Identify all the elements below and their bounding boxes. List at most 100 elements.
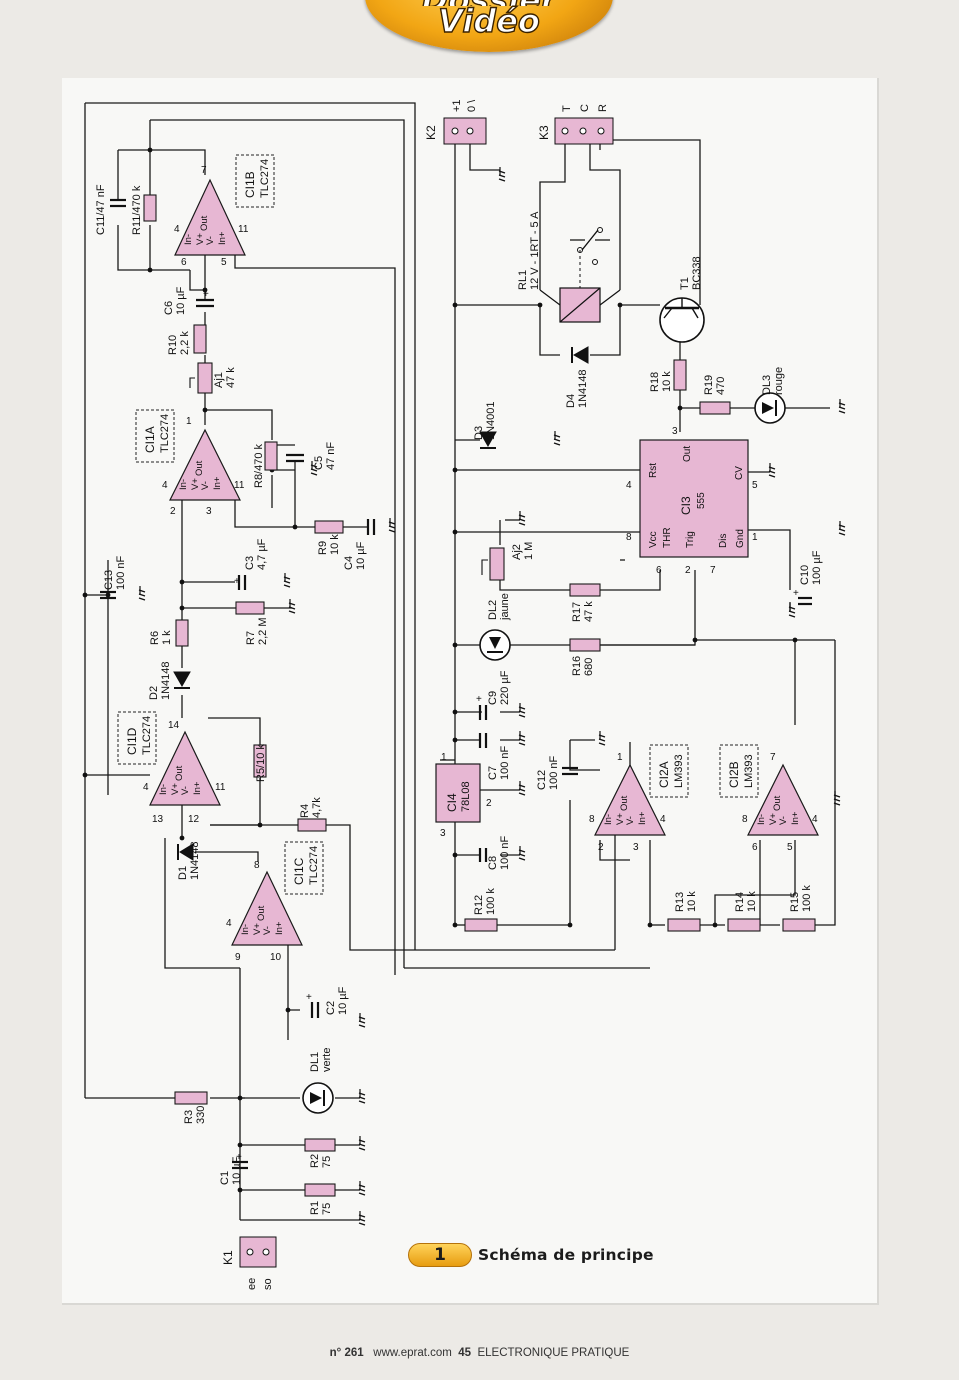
svg-text:LM393: LM393 (743, 754, 755, 788)
svg-text:1 k: 1 k (161, 630, 173, 645)
svg-text:13: 13 (152, 814, 164, 825)
svg-text:0 \: 0 \ (466, 99, 478, 112)
svg-text:Out: Out (256, 905, 267, 921)
svg-text:4: 4 (162, 480, 168, 491)
svg-text:1N4148: 1N4148 (189, 841, 201, 880)
svg-text:C4: C4 (343, 556, 355, 570)
svg-text:V+: V+ (195, 233, 206, 245)
svg-text:C6: C6 (163, 301, 175, 315)
svg-text:100 nF: 100 nF (499, 745, 511, 780)
svg-text:V+: V+ (768, 813, 779, 825)
wire (164, 838, 240, 969)
svg-text:BC338: BC338 (691, 256, 703, 290)
svg-text:Trig: Trig (685, 531, 696, 548)
svg-text:6: 6 (752, 842, 758, 853)
svg-text:10: 10 (270, 952, 282, 963)
svg-text:D4: D4 (565, 394, 577, 408)
svg-text:R: R (597, 104, 609, 112)
svg-text:V-: V- (205, 236, 216, 245)
svg-text:75: 75 (321, 1203, 333, 1215)
svg-text:V-: V- (180, 786, 191, 795)
svg-text:10 k: 10 k (329, 534, 341, 555)
svg-text:V-: V- (778, 816, 789, 825)
svg-text:47 k: 47 k (583, 601, 595, 622)
polarity-marks: ++++++ (203, 289, 799, 1163)
footer-website: www.eprat.com (373, 1347, 452, 1359)
svg-text:Out: Out (619, 795, 630, 811)
svg-text:R7: R7 (245, 631, 257, 645)
svg-text:R8/470 k: R8/470 k (253, 443, 265, 488)
svg-text:6: 6 (656, 565, 662, 576)
svg-text:100 k: 100 k (801, 885, 813, 912)
svg-text:4,7 µF: 4,7 µF (256, 538, 268, 570)
svg-text:V+: V+ (170, 783, 181, 795)
wire (234, 500, 315, 528)
relay-rl1 (539, 227, 621, 323)
svg-text:470: 470 (715, 377, 727, 395)
svg-text:CI1A: CI1A (143, 426, 157, 453)
regulator-78l08 (435, 763, 481, 823)
svg-text:+: + (236, 1152, 242, 1163)
svg-text:75: 75 (321, 1156, 333, 1168)
opamp-ci1c (231, 870, 303, 946)
svg-text:100 µF: 100 µF (811, 550, 823, 585)
svg-text:R17: R17 (571, 602, 583, 622)
opamp-ci1a (169, 428, 241, 501)
wire (714, 840, 796, 925)
svg-text:8: 8 (626, 532, 632, 543)
svg-text:T1: T1 (679, 277, 691, 290)
svg-text:RL1: RL1 (517, 270, 529, 290)
svg-text:R1: R1 (309, 1201, 321, 1215)
svg-text:1: 1 (752, 532, 758, 543)
svg-text:R2: R2 (309, 1154, 321, 1168)
svg-text:R10: R10 (167, 335, 179, 355)
svg-text:+: + (476, 694, 482, 705)
wire (287, 940, 300, 1011)
wire (600, 570, 661, 591)
svg-text:V-: V- (200, 481, 211, 490)
svg-text:C: C (579, 104, 591, 112)
svg-text:C7: C7 (487, 766, 499, 780)
diode-symbols (173, 346, 589, 861)
figure-number: 1 (408, 1243, 472, 1267)
svg-text:100 k: 100 k (485, 888, 497, 915)
wire (590, 305, 621, 356)
svg-text:2: 2 (486, 798, 492, 809)
svg-text:+: + (234, 576, 240, 587)
wire (189, 255, 206, 291)
svg-text:1N4148: 1N4148 (577, 369, 589, 408)
svg-text:10 k: 10 k (746, 891, 758, 912)
svg-text:DL1: DL1 (309, 1052, 321, 1072)
opamp-ci2a (594, 763, 666, 836)
svg-text:Out: Out (194, 460, 205, 476)
svg-text:8: 8 (742, 814, 748, 825)
svg-text:8: 8 (589, 814, 595, 825)
svg-text:3: 3 (440, 828, 446, 839)
wire (150, 119, 405, 968)
wire (600, 640, 696, 646)
svg-text:R9: R9 (317, 541, 329, 555)
wire (499, 578, 570, 591)
svg-text:100 nF: 100 nF (548, 755, 560, 790)
svg-text:2,2 k: 2,2 k (179, 331, 191, 355)
svg-text:7: 7 (201, 165, 207, 176)
svg-text:7: 7 (770, 752, 776, 763)
svg-text:100 nF: 100 nF (115, 555, 127, 590)
svg-text:In+: In+ (212, 476, 223, 490)
svg-text:R4: R4 (299, 804, 311, 818)
opamp-ci2b (747, 763, 819, 836)
wire (569, 740, 600, 771)
svg-text:C13: C13 (103, 570, 115, 590)
svg-text:CI4: CI4 (445, 793, 459, 812)
svg-text:11: 11 (215, 782, 226, 793)
svg-text:5: 5 (787, 842, 793, 853)
svg-text:Out: Out (199, 215, 210, 231)
figure-title: Schéma de principe (478, 1246, 654, 1264)
svg-text:1: 1 (441, 752, 447, 763)
svg-text:9: 9 (235, 952, 241, 963)
svg-text:1N4148: 1N4148 (160, 661, 172, 700)
wire (469, 140, 500, 171)
svg-text:2: 2 (598, 842, 604, 853)
